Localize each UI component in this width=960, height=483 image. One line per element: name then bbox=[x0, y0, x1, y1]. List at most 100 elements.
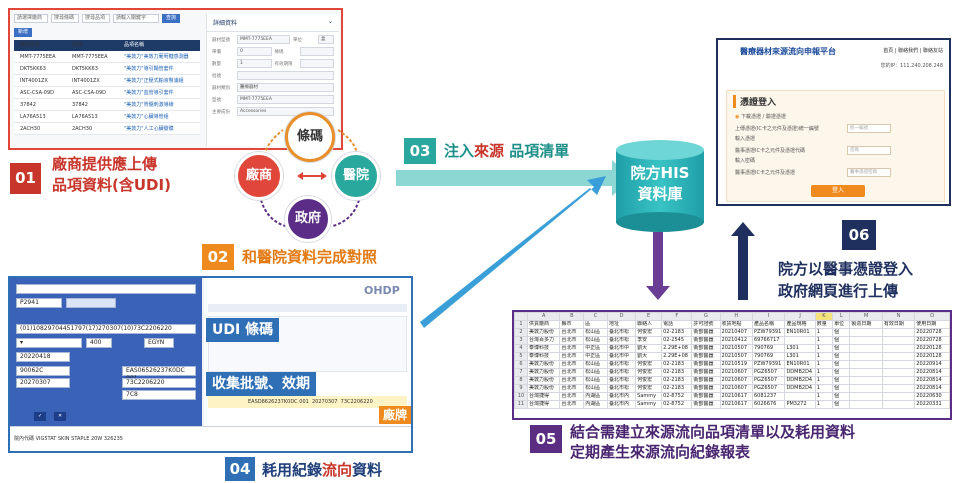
sheet-cell[interactable]: 單位 bbox=[832, 320, 851, 329]
sheet-cell[interactable]: 美敦力股份 bbox=[526, 360, 561, 369]
sheet-cell[interactable]: 美敦力股份 bbox=[526, 368, 561, 377]
sheet-cell[interactable] bbox=[881, 328, 916, 337]
count-field[interactable]: 7C8 bbox=[122, 390, 196, 400]
name-field[interactable] bbox=[66, 298, 116, 308]
sheet-cell[interactable]: 02-2183 bbox=[661, 384, 693, 393]
sheet-cell[interactable]: 02-8752 bbox=[661, 400, 693, 409]
sheet-cell[interactable]: 790769 bbox=[751, 344, 786, 353]
date-field[interactable]: 20220418 bbox=[16, 352, 70, 362]
login-option[interactable]: ◉ 下載憑證 / 驗證憑證 bbox=[735, 113, 786, 120]
sheet-cell[interactable]: 衛部醫器 bbox=[691, 344, 721, 353]
sheet-cell[interactable]: 松山區 bbox=[583, 384, 609, 393]
sheet-cell[interactable]: 20220728 bbox=[914, 328, 950, 337]
tax-id-input[interactable]: 統一編號 bbox=[847, 124, 891, 133]
sheet-cell[interactable]: 02-2183 bbox=[661, 368, 693, 377]
sheet-cell[interactable] bbox=[849, 352, 883, 361]
sheet-cell[interactable]: 產品名稱 bbox=[751, 320, 786, 329]
sheet-cell[interactable]: DDMB2D4 bbox=[784, 384, 816, 393]
sheet-cell[interactable]: 個 bbox=[832, 336, 851, 345]
sheet-cell[interactable]: 台北市 bbox=[559, 336, 585, 345]
sheet-cell[interactable]: 縣市 bbox=[559, 320, 585, 329]
id-field[interactable]: P2941 bbox=[16, 298, 62, 308]
chevron-down-icon[interactable]: ⌄ bbox=[327, 18, 333, 25]
sheet-cell[interactable] bbox=[881, 360, 916, 369]
sheet-cell[interactable]: 個 bbox=[832, 384, 851, 393]
sheet-cell[interactable]: 1 bbox=[814, 384, 834, 393]
sheet-cell[interactable] bbox=[784, 336, 816, 345]
sheet-cell[interactable]: 臺北市松 bbox=[607, 336, 637, 345]
sheet-cell[interactable]: 20210607 bbox=[719, 368, 754, 377]
sheet-cell[interactable]: 20220128 bbox=[914, 344, 950, 353]
lot-full-field[interactable]: EAS06526237K0DC 001 bbox=[122, 366, 196, 382]
sheet-cell[interactable]: 1 bbox=[814, 376, 834, 385]
column-header[interactable]: L bbox=[832, 312, 851, 321]
sheet-cell[interactable]: 何俊宏 bbox=[635, 384, 663, 393]
column-header[interactable]: H bbox=[719, 312, 754, 321]
sheet-cell[interactable]: 1 bbox=[814, 368, 834, 377]
unit-field[interactable]: EGYN bbox=[144, 338, 174, 348]
sheet-cell[interactable]: 衛部醫器 bbox=[691, 352, 721, 361]
sheet-cell[interactable]: 使用日期 bbox=[914, 320, 950, 329]
sheet-cell[interactable]: 何俊宏 bbox=[635, 360, 663, 369]
sheet-cell[interactable]: 何俊宏 bbox=[635, 328, 663, 337]
sheet-cell[interactable]: 02-2545 bbox=[661, 336, 693, 345]
sheet-cell[interactable] bbox=[784, 392, 816, 401]
sheet-cell[interactable]: 台灣捷得 bbox=[526, 400, 561, 409]
sheet-cell[interactable]: 台北市 bbox=[559, 344, 585, 353]
sheet-cell[interactable]: 收貨地點 bbox=[719, 320, 754, 329]
sheet-cell[interactable]: 內湖區 bbox=[583, 392, 609, 401]
sheet-cell[interactable]: 20210519 bbox=[719, 360, 754, 369]
sheet-cell[interactable]: 衛部醫器 bbox=[691, 376, 721, 385]
sheet-cell[interactable]: 美敦力股份 bbox=[526, 384, 561, 393]
sheet-cell[interactable] bbox=[881, 384, 916, 393]
sheet-cell[interactable]: DDMB2D4 bbox=[784, 376, 816, 385]
sheet-cell[interactable]: 衛部醫器 bbox=[691, 384, 721, 393]
sheet-cell[interactable]: 何俊宏 bbox=[635, 368, 663, 377]
sheet-cell[interactable]: 數量 bbox=[814, 320, 834, 329]
sheet-cell[interactable]: 供貨廠商 bbox=[526, 320, 561, 329]
sheet-cell[interactable] bbox=[849, 368, 883, 377]
sheet-cell[interactable]: 台北市 bbox=[559, 368, 585, 377]
sheet-cell[interactable]: 產品規格 bbox=[784, 320, 816, 329]
sheet-cell[interactable]: 中正區 bbox=[583, 344, 609, 353]
sheet-cell[interactable]: 臺北市松 bbox=[607, 360, 637, 369]
sheet-cell[interactable]: 電話 bbox=[661, 320, 693, 329]
sheet-cell[interactable]: 20220728 bbox=[914, 336, 950, 345]
sheet-cell[interactable]: 6081237 bbox=[751, 392, 786, 401]
sheet-cell[interactable]: 20210617 bbox=[719, 392, 754, 401]
column-header[interactable] bbox=[514, 312, 528, 321]
sheet-cell[interactable]: Sammy bbox=[635, 392, 663, 401]
category-field[interactable]: 醫療器材 bbox=[237, 83, 334, 92]
sheet-cell[interactable]: 20210412 bbox=[719, 336, 754, 345]
sheet-cell[interactable]: DDMB2D4 bbox=[784, 368, 816, 377]
lot-field[interactable] bbox=[237, 71, 334, 80]
sheet-cell[interactable]: 台北市 bbox=[559, 360, 585, 369]
sheet-cell[interactable]: 臺北市松 bbox=[607, 384, 637, 393]
sheet-cell[interactable]: 臺北市中 bbox=[607, 344, 637, 353]
radio-icon[interactable]: ◉ bbox=[735, 114, 740, 120]
keyword-input[interactable]: 請輸入關鍵字 bbox=[113, 14, 159, 23]
sheet-cell[interactable]: 內湖區 bbox=[583, 400, 609, 409]
price-field[interactable]: 0 bbox=[237, 47, 272, 56]
sheet-cell[interactable]: 2.29E+08 bbox=[661, 352, 693, 361]
sheet-cell[interactable]: 個 bbox=[832, 400, 851, 409]
sheet-cell[interactable]: 地址 bbox=[607, 320, 637, 329]
sheet-cell[interactable] bbox=[849, 384, 883, 393]
sheet-cell[interactable]: 臺北市松 bbox=[607, 376, 637, 385]
search-button[interactable]: 查詢 bbox=[162, 14, 181, 23]
column-header[interactable]: F bbox=[661, 312, 693, 321]
sheet-cell[interactable] bbox=[881, 368, 916, 377]
sheet-cell[interactable]: PGZ6507 bbox=[751, 376, 786, 385]
sheet-cell[interactable]: PGZ6507 bbox=[751, 384, 786, 393]
sheet-cell[interactable]: 20220814 bbox=[914, 384, 950, 393]
sheet-cell[interactable]: 臺北市松 bbox=[607, 328, 637, 337]
sheet-cell[interactable]: 有效日期 bbox=[881, 320, 916, 329]
sheet-cell[interactable]: 劉大 bbox=[635, 344, 663, 353]
column-header[interactable]: B bbox=[559, 312, 585, 321]
sheet-cell[interactable]: 衛部醫器 bbox=[691, 368, 721, 377]
sheet-cell[interactable] bbox=[849, 344, 883, 353]
sheet-cell[interactable]: 臺北市松 bbox=[607, 368, 637, 377]
